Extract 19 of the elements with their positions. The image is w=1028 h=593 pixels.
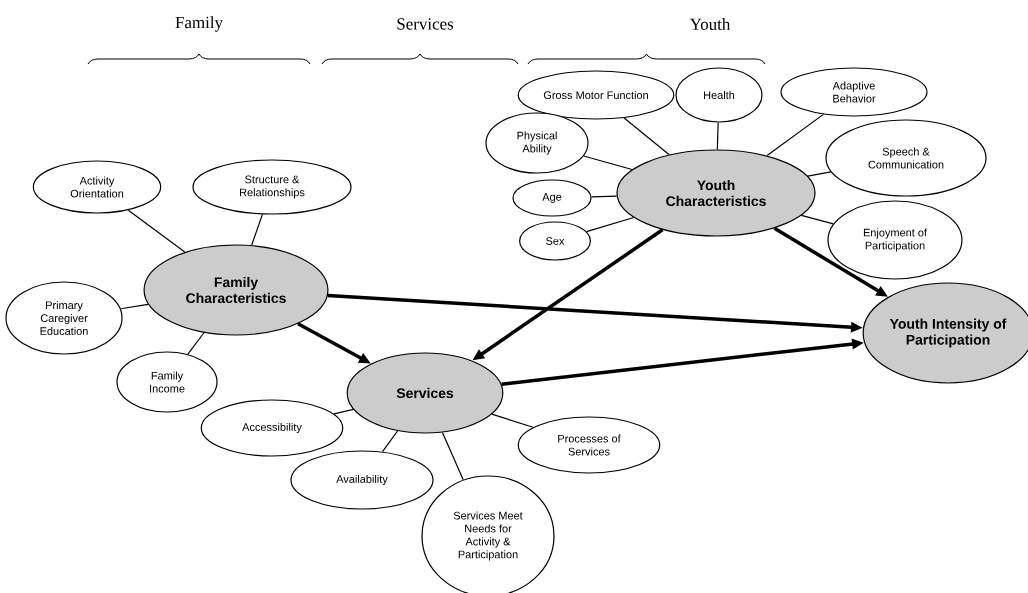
connector-line	[251, 213, 264, 246]
connector-line	[441, 431, 464, 481]
connector-line	[583, 155, 633, 171]
connector-line	[127, 209, 186, 253]
connector-line	[333, 408, 354, 415]
connector-line	[800, 214, 834, 225]
connector-line	[187, 332, 205, 355]
connector-line	[120, 303, 149, 310]
connector-line	[716, 122, 719, 150]
connector-line	[590, 195, 618, 198]
group-heading: Youth	[689, 18, 731, 30]
connector-line	[807, 171, 832, 177]
connector-line	[491, 413, 534, 428]
connector-line	[381, 430, 399, 453]
connector-line	[623, 117, 670, 156]
group-heading: Family	[175, 16, 223, 32]
connector-line	[585, 216, 635, 233]
group-heading: Services	[397, 18, 454, 30]
connector-line	[766, 113, 825, 157]
